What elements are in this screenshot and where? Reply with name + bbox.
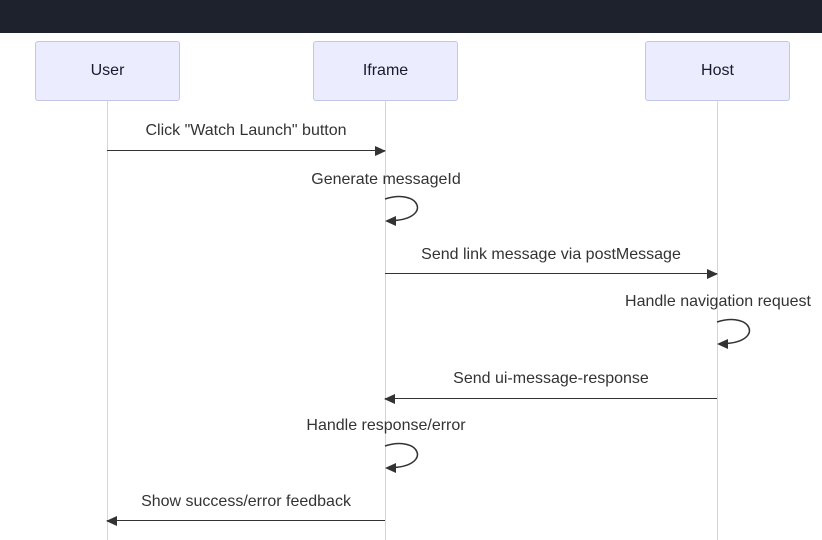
actor-iframe: Iframe — [313, 41, 458, 101]
arrowhead-right-icon — [707, 268, 718, 279]
message-3-label: Send link message via postMessage — [421, 246, 681, 263]
lifeline-user — [106, 101, 108, 540]
message-6-label: Handle response/error — [306, 417, 466, 434]
self-loop-arrow-icon — [384, 195, 419, 226]
arrowhead-left-icon — [106, 515, 117, 526]
actor-iframe-label: Iframe — [362, 62, 409, 79]
message-5-label: Send ui-message-response — [453, 370, 649, 387]
lifeline-host — [716, 101, 718, 540]
arrowhead-left-icon — [384, 393, 395, 404]
actor-user-label: User — [90, 62, 125, 79]
message-7-label: Show success/error feedback — [141, 493, 351, 510]
self-loop-arrow-icon — [716, 318, 751, 349]
message-2-label: Generate messageId — [311, 171, 461, 188]
message-4-label: Handle navigation request — [625, 293, 811, 310]
message-1-label: Click "Watch Launch" button — [145, 122, 347, 139]
self-loop-arrow-icon — [384, 442, 419, 473]
actor-host-label: Host — [701, 62, 734, 79]
actor-host: Host — [645, 41, 790, 101]
lifeline-iframe — [384, 101, 386, 540]
arrowhead-right-icon — [375, 145, 386, 156]
window-top-bar — [0, 0, 822, 33]
actor-user: User — [35, 41, 180, 101]
sequence-diagram: User Iframe Host Click "Watch Launch" bu… — [0, 33, 822, 540]
